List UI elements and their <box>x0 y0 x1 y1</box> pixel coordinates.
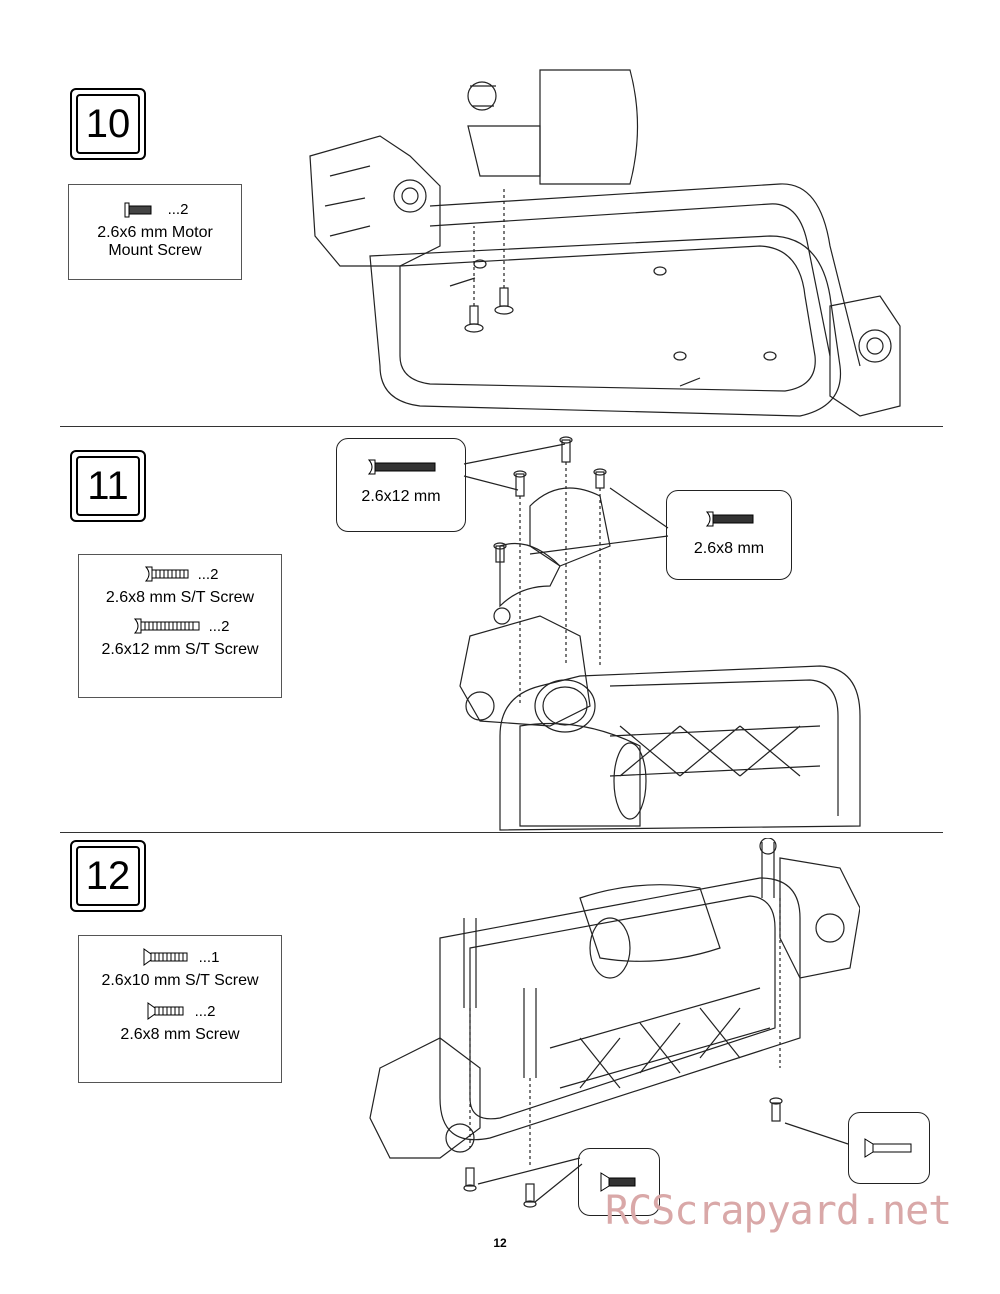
step-11-parts-box: ...2 2.6x8 mm S/T Screw ...2 2.6x12 mm S… <box>78 554 282 698</box>
part-qty: ...2 <box>208 617 230 635</box>
step-11-gearbox-drawing <box>459 436 861 831</box>
part-qty: ...2 <box>197 565 219 583</box>
page-number: 12 <box>493 1236 507 1250</box>
medium-screw-icon <box>144 566 189 582</box>
part-label: 2.6x10 mm S/T Screw <box>101 972 259 989</box>
part-label: 2.6x8 mm S/T Screw <box>105 589 255 606</box>
flat-screw-icon <box>600 1172 636 1192</box>
watermark: RCScrapyard.net <box>605 1188 952 1234</box>
callout-8mm: 2.6x8 mm <box>666 490 792 580</box>
countersunk-screw-icon <box>143 948 188 966</box>
part-label: 2.6x8 mm Screw <box>120 1026 240 1043</box>
short-screw-icon <box>124 202 152 217</box>
step-12-chassis-drawing <box>369 838 860 1208</box>
long-screw-icon <box>133 618 200 634</box>
part-label: Mount Screw <box>108 242 202 259</box>
medium-screw-icon <box>705 511 754 527</box>
step-12-parts-box: ...1 2.6x10 mm S/T Screw ...2 2.6x8 mm S… <box>78 935 282 1083</box>
part-qty: ...2 <box>167 201 189 218</box>
long-screw-icon <box>367 459 436 475</box>
part-qty: ...2 <box>194 1002 216 1020</box>
step-10-parts-box: ...2 2.6x6 mm Motor Mount Screw <box>68 184 242 280</box>
part-qty: ...1 <box>198 948 220 966</box>
section-divider <box>60 426 943 427</box>
part-label: 2.6x12 mm S/T Screw <box>101 641 259 658</box>
section-divider <box>60 832 943 833</box>
callout-label: 2.6x8 mm <box>693 540 765 557</box>
flat-screw-icon <box>147 1002 184 1020</box>
callout-flat-screw <box>578 1148 660 1216</box>
step-11-number: 11 <box>70 450 146 522</box>
part-label: 2.6x6 mm Motor <box>97 224 213 241</box>
callout-12mm: 2.6x12 mm <box>336 438 466 532</box>
step-10-number: 10 <box>70 88 146 160</box>
step-10-chassis-drawing <box>309 69 901 417</box>
callout-countersunk-screw <box>848 1112 930 1184</box>
callout-label: 2.6x12 mm <box>361 488 441 505</box>
step-12-number: 12 <box>70 840 146 912</box>
countersunk-screw-icon <box>864 1138 912 1158</box>
